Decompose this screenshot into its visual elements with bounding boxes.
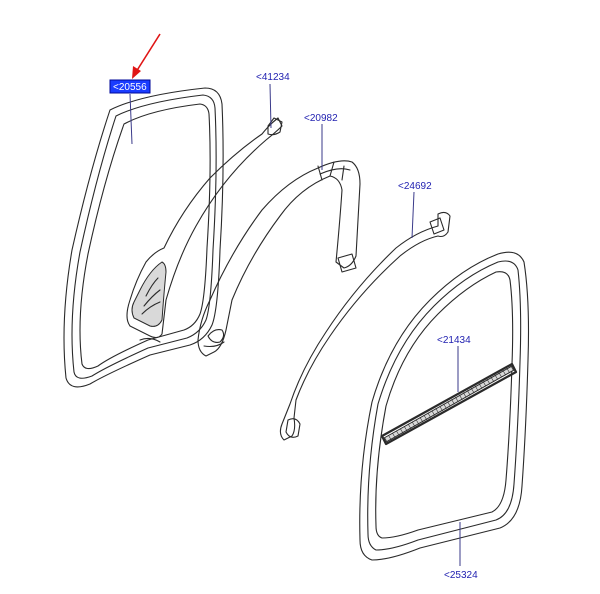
callout-24692-label[interactable]: <24692 [398, 181, 432, 192]
part-21434-beltline-strip [380, 362, 518, 446]
red-pointer-arrow-icon [132, 33, 161, 79]
part-25324-door-opening-seal [359, 251, 530, 561]
callout-41234-label[interactable]: <41234 [256, 72, 290, 83]
leader-lines [129, 83, 461, 566]
part-24692-belt-seal [279, 211, 451, 441]
part-20556-door-frame-seal [63, 87, 224, 388]
callout-25324-label[interactable]: <25324 [444, 570, 478, 581]
callout-21434-label[interactable]: <21434 [437, 335, 471, 346]
part-41234-front-pillar-seal [126, 117, 283, 339]
callout-20556-label: <20556 [113, 82, 147, 93]
callout-20556[interactable]: <20556 [109, 79, 151, 94]
callout-20982-label[interactable]: <20982 [304, 113, 338, 124]
part-20982-upper-channel-seal [197, 160, 361, 357]
beltline-strip-hatching [384, 365, 514, 443]
